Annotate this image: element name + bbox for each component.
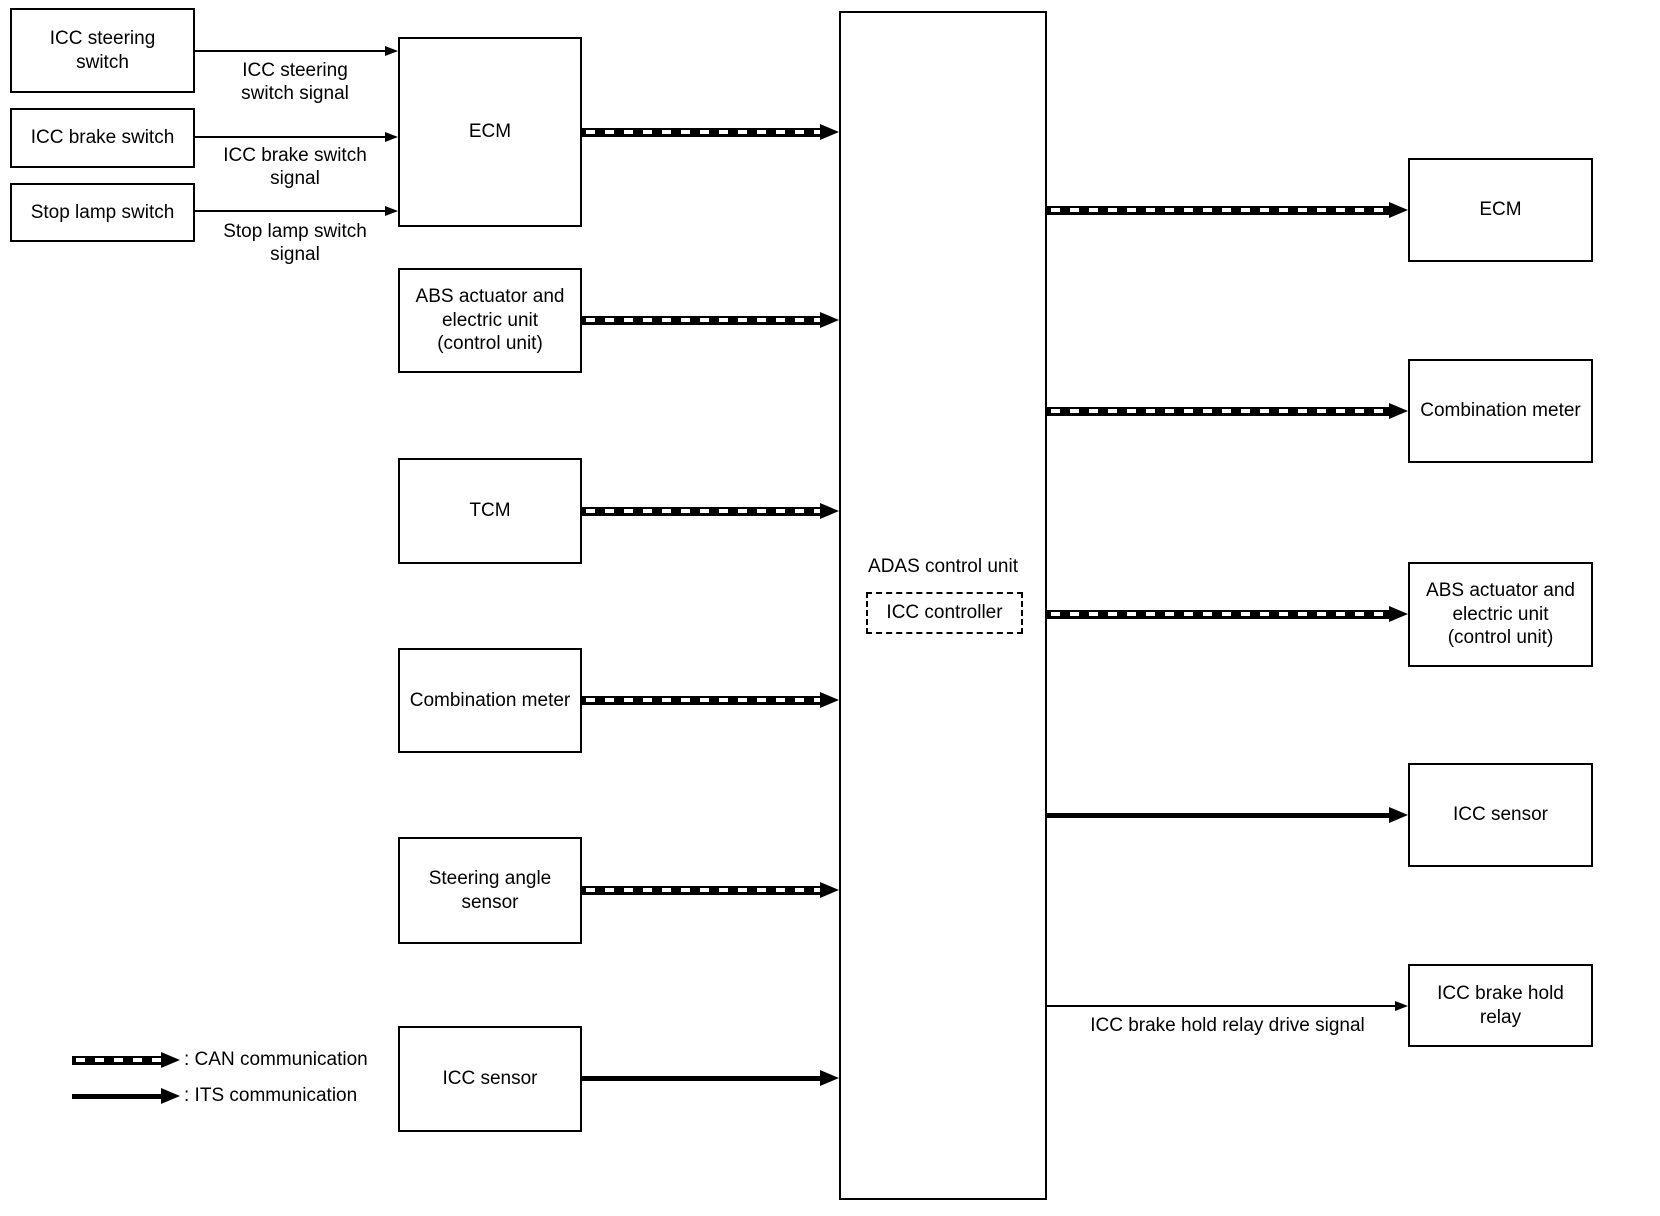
node-label: ECM <box>468 121 512 143</box>
arrowhead-icon <box>385 206 398 216</box>
signal-label-icc-brake-hold-relay-drive-signal: ICC brake hold relay drive signal <box>1090 1015 1365 1036</box>
signal-arrow-adas-to-icc-brake-hold-relay <box>1047 1001 1408 1011</box>
signal-label-stop-lamp-switch-signal: Stop lamp switch signal <box>223 221 367 266</box>
can-arrow-ecm-to-adas <box>582 124 839 140</box>
arrowhead-icon <box>1389 403 1408 419</box>
node-icc-sensor-left: ICC sensor <box>398 1026 582 1132</box>
arrow-shaft <box>195 50 385 52</box>
legend-can-arrow-icon <box>72 1052 180 1068</box>
arrowhead-icon <box>1389 807 1408 823</box>
signal-arrow-stop-lamp-switch-to-ecm <box>195 206 398 216</box>
legend-its-arrow-icon <box>72 1088 180 1104</box>
node-label: ABS actuator and electric unit (control … <box>415 286 565 355</box>
arrowhead-icon <box>820 503 839 519</box>
arrowhead-icon <box>385 132 398 142</box>
arrowhead-icon <box>820 882 839 898</box>
arrow-shaft <box>1047 609 1389 619</box>
node-label: ICC controller <box>886 602 1003 624</box>
signal-label-icc-brake-switch-signal: ICC brake switch signal <box>223 145 367 190</box>
can-arrow-combination-meter-to-adas <box>582 692 839 708</box>
arrow-shaft <box>1047 406 1389 416</box>
arrow-shaft <box>195 136 385 138</box>
arrow-shaft <box>582 1075 820 1081</box>
can-arrow-adas-to-combination-meter <box>1047 403 1408 419</box>
arrow-shaft <box>1047 1005 1395 1007</box>
arrow-shaft <box>1047 205 1389 215</box>
node-label: TCM <box>469 500 511 522</box>
arrow-shaft <box>582 315 820 325</box>
node-label: ICC brake switch <box>30 127 175 149</box>
signal-label-icc-steering-switch-signal: ICC steering switch signal <box>241 60 349 105</box>
can-arrow-adas-to-ecm <box>1047 202 1408 218</box>
node-icc-brake-hold-relay: ICC brake hold relay <box>1408 964 1593 1047</box>
node-icc-brake-switch: ICC brake switch <box>10 108 195 168</box>
node-label: Steering angle sensor <box>428 867 552 913</box>
node-combination-meter-right: Combination meter <box>1408 359 1593 463</box>
node-label: ABS actuator and electric unit (control … <box>1426 580 1575 649</box>
node-ecm-left: ECM <box>398 37 582 227</box>
arrowhead-icon <box>1389 202 1408 218</box>
node-label: ICC brake hold relay <box>1437 982 1564 1028</box>
arrow-shaft <box>582 695 820 705</box>
node-tcm: TCM <box>398 458 582 564</box>
node-label: ICC sensor <box>442 1068 538 1090</box>
node-icc-steering-switch: ICC steering switch <box>10 8 195 93</box>
arrowhead-icon <box>161 1052 180 1068</box>
arrow-shaft <box>72 1093 161 1099</box>
its-arrow-icc-sensor-to-adas <box>582 1070 839 1086</box>
node-icc-sensor-right: ICC sensor <box>1408 763 1593 867</box>
legend-can-label: : CAN communication <box>184 1049 368 1070</box>
node-stop-lamp-switch: Stop lamp switch <box>10 183 195 242</box>
arrowhead-icon <box>1395 1001 1408 1011</box>
arrow-shaft <box>582 506 820 516</box>
node-combination-meter-left: Combination meter <box>398 648 582 753</box>
node-label: Stop lamp switch <box>30 201 175 223</box>
node-label: Combination meter <box>1420 400 1581 422</box>
can-arrow-adas-to-abs <box>1047 606 1408 622</box>
legend-its-label: : ITS communication <box>184 1085 358 1106</box>
node-steering-angle-sensor: Steering angle sensor <box>398 837 582 944</box>
node-label: ICC steering switch <box>49 27 156 73</box>
node-label: ECM <box>1479 199 1522 221</box>
node-ecm-right: ECM <box>1408 158 1593 262</box>
signal-arrow-icc-brake-switch-to-ecm <box>195 132 398 142</box>
node-label: ICC sensor <box>1452 804 1549 826</box>
arrow-shaft <box>582 885 820 895</box>
can-arrow-steering-angle-sensor-to-adas <box>582 882 839 898</box>
arrowhead-icon <box>820 1070 839 1086</box>
arrowhead-icon <box>820 312 839 328</box>
can-arrow-abs-to-adas <box>582 312 839 328</box>
arrowhead-icon <box>820 692 839 708</box>
adas-control-unit-title: ADAS control unit <box>868 556 1018 577</box>
node-label: Combination meter <box>409 689 571 711</box>
arrowhead-icon <box>161 1088 180 1104</box>
arrow-shaft <box>195 210 385 212</box>
arrow-shaft <box>72 1055 161 1065</box>
its-arrow-adas-to-icc-sensor <box>1047 807 1408 823</box>
node-abs-actuator-right: ABS actuator and electric unit (control … <box>1408 562 1593 667</box>
arrowhead-icon <box>820 124 839 140</box>
arrow-shaft <box>582 127 820 137</box>
arrowhead-icon <box>1389 606 1408 622</box>
arrow-shaft <box>1047 812 1389 818</box>
can-arrow-tcm-to-adas <box>582 503 839 519</box>
arrowhead-icon <box>385 46 398 56</box>
node-abs-actuator-left: ABS actuator and electric unit (control … <box>398 268 582 373</box>
node-icc-controller: ICC controller <box>866 592 1023 634</box>
signal-arrow-icc-steering-switch-to-ecm <box>195 46 398 56</box>
